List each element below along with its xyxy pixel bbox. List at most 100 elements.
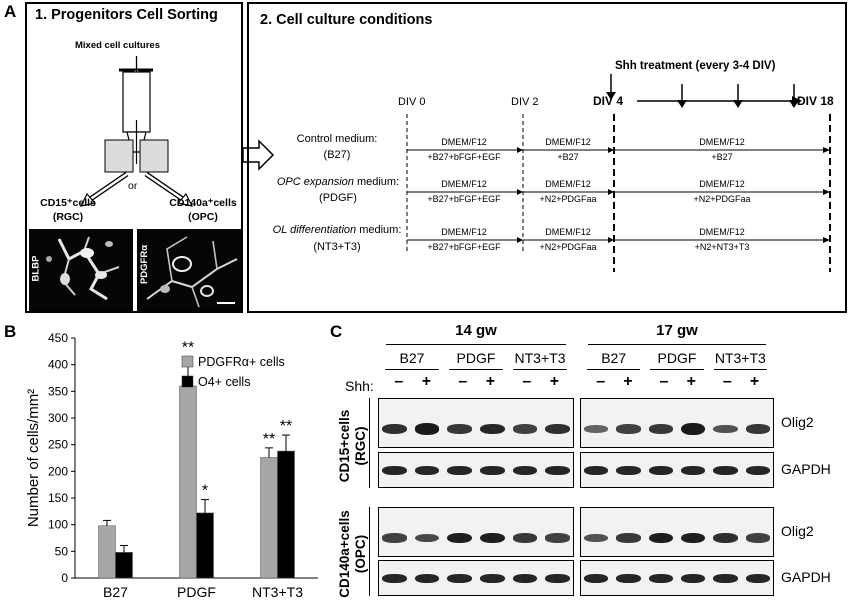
opc-medium-label: OPC expansion medium: xyxy=(276,176,400,188)
row1-stage2-supp: +B27 xyxy=(557,152,579,162)
protein-label: GAPDH xyxy=(781,461,831,477)
condition-label: B27 xyxy=(601,350,627,366)
band xyxy=(681,573,706,583)
legend-label: O4+ cells xyxy=(198,375,250,389)
band xyxy=(512,465,538,475)
row2-stage1-medium: DMEM/F12 xyxy=(441,179,487,189)
culture-title: 2. Cell culture conditions xyxy=(260,12,433,28)
band xyxy=(480,573,505,583)
row2-stage2-supp: +N2+PDGFaa xyxy=(539,194,597,204)
culture-conditions-box: 2. Cell culture conditions Shh treatment… xyxy=(247,2,847,313)
shh-plus: + xyxy=(421,373,432,390)
opc-medium-sub: (PDGF) xyxy=(319,192,357,204)
x-category-label: B27 xyxy=(103,584,128,600)
transfer-arrow-icon xyxy=(242,139,275,171)
panel-b-letter: B xyxy=(4,322,17,341)
opc-label: (OPC) xyxy=(188,211,218,223)
ol-medium-label: OL differentiation medium: xyxy=(272,224,402,236)
mixed-cultures-label: Mixed cell cultures xyxy=(75,40,161,51)
y-tick-label: 50 xyxy=(55,544,69,558)
blbp-micrograph: BLBP xyxy=(29,229,133,311)
row3-stage3-medium: DMEM/F12 xyxy=(699,227,745,237)
significance-mark: ** xyxy=(182,340,194,357)
significance-mark: ** xyxy=(280,418,292,435)
cd140-label: CD140a⁺cells xyxy=(169,197,237,209)
row3-stage2-supp: +N2+PDGFaa xyxy=(539,242,597,252)
y-tick-label: 250 xyxy=(48,438,68,452)
band xyxy=(545,465,570,475)
band xyxy=(414,573,440,583)
y-tick-label: 350 xyxy=(48,384,68,398)
or-label: or xyxy=(128,180,138,192)
cell-sorting-box: 1. Progenitors Cell Sorting Mixed cell c… xyxy=(25,2,243,313)
condition-underline xyxy=(449,369,503,370)
shh-plus: + xyxy=(749,373,760,390)
shh-plus: + xyxy=(623,373,633,390)
band xyxy=(713,424,738,434)
band xyxy=(616,533,641,543)
y-axis-title: Number of cells/mm² xyxy=(25,389,42,527)
band xyxy=(512,424,538,434)
condition-underline xyxy=(650,369,704,370)
bar-pdgfr-nt3+t3 xyxy=(260,457,278,579)
band xyxy=(648,424,673,434)
y-tick-label: 150 xyxy=(48,491,68,505)
x-category-label: PDGF xyxy=(177,584,216,600)
bracket-cd140 xyxy=(369,507,370,596)
band xyxy=(480,423,505,435)
row1-stage1-medium: DMEM/F12 xyxy=(441,137,487,147)
group-label: 14 gw xyxy=(455,322,497,339)
ol-medium-sub: (NT3+T3) xyxy=(313,241,361,253)
band xyxy=(681,532,706,544)
band xyxy=(545,573,570,583)
control-medium-label: Control medium: xyxy=(296,133,378,145)
cd15-row-label: CD15+cells(RGC) xyxy=(337,409,368,483)
cd140-row-label: CD140a+cells(OPC) xyxy=(337,510,368,598)
y-tick-label: 200 xyxy=(48,464,68,478)
band xyxy=(681,422,706,436)
band xyxy=(447,573,472,583)
band xyxy=(512,573,538,583)
shh-plus: + xyxy=(686,373,696,390)
panel-a-letter: A xyxy=(4,2,17,21)
panel-c-letter: C xyxy=(330,322,343,341)
blot-gapdh-cd15-17-gw xyxy=(580,452,774,488)
band xyxy=(584,425,609,433)
row3-stage1-medium: DMEM/F12 xyxy=(441,227,487,237)
band xyxy=(681,465,706,475)
shh-minus: – xyxy=(458,373,468,390)
condition-underline xyxy=(385,369,439,370)
div18-label: DIV 18 xyxy=(797,94,834,108)
bar-pdgfr-pdgf xyxy=(179,385,197,579)
band xyxy=(616,424,641,434)
div0-label: DIV 0 xyxy=(398,96,426,108)
row3-stage1-supp: +B27+bFGF+EGF xyxy=(427,242,501,252)
pdgfr-micro-label: PDGFRα xyxy=(139,244,151,285)
legend-swatch xyxy=(181,355,194,368)
legend-swatch xyxy=(181,375,194,388)
shh-treatment-label: Shh treatment (every 3-4 DIV) xyxy=(615,60,776,72)
condition-label: PDGF xyxy=(657,350,697,366)
row2-stage3-medium: DMEM/F12 xyxy=(699,179,745,189)
bar-o4-b27 xyxy=(115,552,133,579)
bar-o4-nt3+t3 xyxy=(277,450,295,579)
pdgfr-micrograph: PDGFRα xyxy=(137,229,241,311)
significance-mark: ** xyxy=(263,431,275,448)
rgc-label: (RGC) xyxy=(52,211,84,223)
y-tick-label: 300 xyxy=(48,411,68,425)
row1-stage2-medium: DMEM/F12 xyxy=(545,137,591,147)
condition-label: NT3+T3 xyxy=(714,350,766,366)
condition-underline xyxy=(587,369,641,370)
significance-mark: * xyxy=(202,483,208,500)
blot-olig2-cd140-17-gw xyxy=(580,507,774,557)
blot-olig2-cd140-14-gw xyxy=(378,507,574,557)
band xyxy=(447,465,472,475)
cell-sorter-diagram xyxy=(79,56,194,207)
band xyxy=(480,465,505,475)
band xyxy=(382,533,407,543)
band xyxy=(382,573,407,583)
shh-minus: – xyxy=(596,373,606,390)
row1-stage1-supp: +B27+bFGF+EGF xyxy=(427,152,501,162)
div4-label: DIV 4 xyxy=(593,94,624,108)
